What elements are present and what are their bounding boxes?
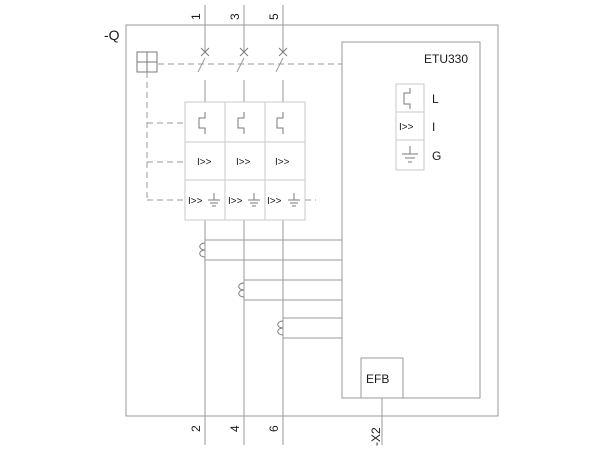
legend-label-g: G: [432, 149, 441, 163]
release-block: I>> I>> I>> I>> I>> I>>: [184, 101, 306, 221]
long-time-icon: [403, 88, 411, 109]
breaker-frame: [125, 24, 499, 417]
pole-3: [236, 5, 249, 445]
efb-label: EFB: [366, 372, 389, 386]
terminal-bottom-2: 2: [189, 425, 203, 432]
ground-icon: [402, 146, 418, 163]
instantaneous-label: I>>: [197, 157, 212, 168]
terminal-bottom-6: 6: [267, 425, 281, 432]
instantaneous-label: I>>: [236, 157, 251, 168]
ground-fault-label: I>>: [267, 196, 282, 207]
trip-unit-name: ETU330: [424, 52, 468, 66]
ground-fault-label: I>>: [228, 196, 243, 207]
ground-icon: [248, 193, 260, 207]
terminal-top-3: 3: [228, 13, 242, 20]
legend-instantaneous-symbol: I>>: [399, 122, 414, 133]
legend-label-i: I: [432, 120, 435, 134]
terminal-top-1: 1: [189, 13, 203, 20]
current-transformer-1: [199, 239, 342, 261]
terminal-bottom-4: 4: [228, 425, 242, 432]
pole-5: [275, 5, 288, 445]
terminal-top-5: 5: [267, 13, 281, 20]
ground-icon: [288, 193, 300, 207]
thermal-release-icon: [276, 112, 284, 134]
current-transformer-2: [238, 279, 342, 301]
aux-terminal-label: -X2: [369, 427, 383, 446]
ground-icon: [208, 193, 220, 207]
pole-1: [197, 5, 210, 445]
device-label: -Q: [104, 27, 120, 43]
handle-icon: [136, 51, 158, 73]
efb-box: [360, 357, 404, 399]
legend-label-l: L: [432, 92, 439, 106]
trip-unit-legend: I>> L I G: [395, 83, 441, 171]
ground-fault-label: I>>: [188, 196, 203, 207]
instantaneous-label: I>>: [275, 157, 290, 168]
current-transformer-3: [277, 317, 342, 339]
trip-unit-frame: [341, 41, 481, 399]
thermal-release-icon: [237, 112, 245, 134]
thermal-release-icon: [198, 112, 206, 134]
